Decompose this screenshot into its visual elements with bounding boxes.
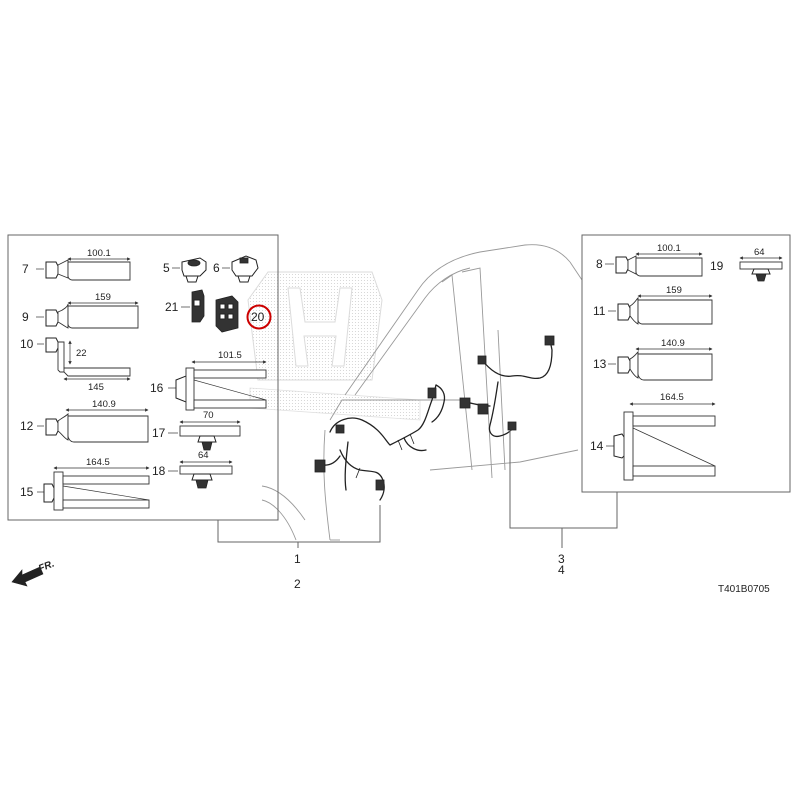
dimension-16: 101.5 bbox=[218, 350, 242, 361]
part-8-wire-tie[interactable]: 8 100.1 bbox=[596, 243, 703, 277]
part-label-5: 5 bbox=[163, 261, 170, 275]
part-13-wire-tie[interactable]: 13 140.9 bbox=[593, 338, 713, 381]
part-6-clip[interactable]: 6 bbox=[213, 255, 259, 283]
dimension-14: 164.5 bbox=[660, 392, 684, 403]
part-label-17: 17 bbox=[152, 426, 166, 440]
part-21-connector-holder[interactable]: 21 bbox=[165, 289, 205, 323]
part-label-3: 3 bbox=[558, 552, 565, 566]
front-door-wire-harness bbox=[314, 384, 446, 501]
leader-line-1-2 bbox=[217, 505, 381, 543]
front-direction-arrow-icon bbox=[11, 566, 44, 587]
dimension-11: 159 bbox=[666, 285, 682, 296]
dimension-18: 64 bbox=[198, 450, 209, 461]
dimension-10a: 22 bbox=[76, 348, 87, 359]
part-10-wire-tie[interactable]: 10 22 145 bbox=[20, 337, 131, 393]
dimension-7: 100.1 bbox=[87, 248, 111, 259]
leader-line-3-4 bbox=[509, 430, 618, 529]
dimension-19: 64 bbox=[754, 247, 765, 258]
part-label-16: 16 bbox=[150, 381, 164, 395]
front-direction-indicator: FR. bbox=[11, 559, 56, 587]
dimension-13: 140.9 bbox=[661, 338, 685, 349]
part-7-wire-tie[interactable]: 7 100.1 bbox=[22, 248, 131, 281]
part-label-8: 8 bbox=[596, 257, 603, 271]
part-label-18: 18 bbox=[152, 464, 166, 478]
highlight-circle-part-20 bbox=[246, 304, 272, 330]
car-body-outline bbox=[261, 244, 583, 541]
part-15-wire-tie[interactable]: 15 164.5 bbox=[20, 457, 150, 511]
dimension-10b: 145 bbox=[88, 382, 104, 393]
dimension-9: 159 bbox=[95, 292, 111, 303]
part-label-21: 21 bbox=[165, 300, 179, 314]
part-11-wire-tie[interactable]: 11 159 bbox=[593, 285, 713, 325]
part-label-6: 6 bbox=[213, 261, 220, 275]
part-label-2: 2 bbox=[294, 577, 301, 591]
part-label-4: 4 bbox=[558, 563, 565, 577]
part-label-15: 15 bbox=[20, 485, 34, 499]
left-parts-box bbox=[7, 234, 279, 521]
part-label-10: 10 bbox=[20, 337, 34, 351]
part-14-wire-tie[interactable]: 14 164.5 bbox=[590, 392, 716, 481]
part-label-14: 14 bbox=[590, 439, 604, 453]
front-direction-label: FR. bbox=[37, 559, 56, 575]
right-parts-box bbox=[581, 234, 791, 493]
rear-door-wire-harness bbox=[459, 335, 555, 438]
part-label-20: 20 bbox=[251, 310, 265, 324]
part-18-wire-clip[interactable]: 18 64 bbox=[152, 450, 233, 489]
part-17-wire-clip[interactable]: 17 70 bbox=[152, 410, 241, 451]
part-19-wire-clip[interactable]: 19 64 bbox=[710, 247, 783, 282]
part-16-wire-tie[interactable]: 16 101.5 bbox=[150, 350, 267, 411]
part-label-7: 7 bbox=[22, 262, 29, 276]
part-label-13: 13 bbox=[593, 357, 607, 371]
dimension-17: 70 bbox=[203, 410, 214, 421]
part-label-9: 9 bbox=[22, 310, 29, 324]
part-label-11: 11 bbox=[593, 304, 606, 318]
part-label-12: 12 bbox=[20, 419, 34, 433]
dimension-8: 100.1 bbox=[657, 243, 681, 254]
part-label-19: 19 bbox=[710, 259, 724, 273]
honda-logo-watermark-icon bbox=[247, 271, 421, 421]
dimension-15: 164.5 bbox=[86, 457, 110, 468]
part-9-wire-tie[interactable]: 9 159 bbox=[22, 292, 139, 329]
drawing-code: T401B0705 bbox=[718, 584, 770, 595]
part-label-1: 1 bbox=[294, 552, 301, 566]
part-20-connector[interactable] bbox=[215, 295, 239, 333]
part-5-clip[interactable]: 5 bbox=[163, 257, 207, 283]
part-12-wire-tie[interactable]: 12 140.9 bbox=[20, 399, 149, 443]
dimension-12: 140.9 bbox=[92, 399, 116, 410]
